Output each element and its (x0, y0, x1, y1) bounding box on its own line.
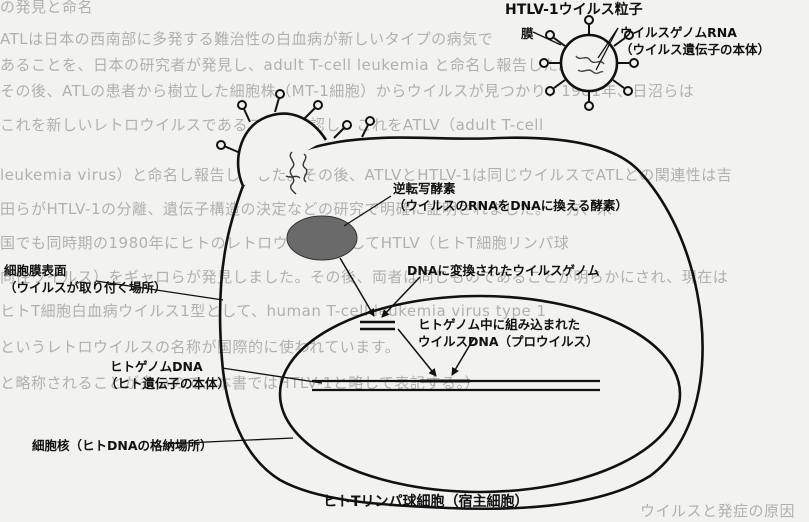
process-arrows (339, 257, 475, 377)
background-line: 国でも同時期の1980年にヒトのレトロウイルスとしてHTLV（ヒトT細胞リンパ球 (0, 234, 570, 252)
reverse-transcriptase-sublabel: （ウイルスのRNAをDNAに換える酵素） (393, 198, 628, 213)
leader-lines (95, 27, 619, 445)
virus-particle (559, 33, 619, 93)
human-dna-sublabel: （ヒト遺伝子の本体） (105, 376, 231, 391)
background-line: 向性ウイルス）をギャロらが発見しました。その後、両者は同じものであることが明らか… (0, 268, 729, 286)
viral-rna-sublabel: （ウイルス遺伝子の本体） (620, 42, 771, 57)
cell-title: ヒトTリンパ球細胞（宿主細胞） (323, 494, 529, 510)
nucleus-label: 細胞核（ヒトDNAの格納場所） (32, 438, 213, 453)
reverse-transcriptase-label: 逆転写酵素 (393, 181, 456, 196)
integrated-provirus-sublabel: ウイルスDNA（プロウイルス） (418, 334, 599, 349)
envelope-label: 膜 (521, 26, 534, 41)
viral-rna-label: ウイルスゲノムRNA (620, 25, 737, 40)
background-line: の発見と命名 (0, 0, 94, 16)
integrated-provirus-label: ヒトゲノム中に組み込まれた (418, 317, 581, 332)
reverse-transcriptase-blob (286, 215, 358, 261)
cell-nucleus (278, 294, 682, 494)
cell-surface-label: 細胞膜表面 (4, 263, 67, 278)
converted-genome-label: DNAに変換されたウイルスゲノム (407, 263, 600, 278)
cell-membrane (218, 136, 704, 511)
background-line: 田らがHTLV-1の分離、遺伝子構造の決定などの研究で明確に証明されました。一方… (0, 200, 613, 218)
background-line: ウイルスと発症の原因 (640, 502, 796, 520)
background-line: ヒトT細胞白血病ウイルス1型として、human T-cell leukemia … (0, 302, 547, 320)
background-line: ATLは日本の西南部に多発する難治性の白血病が新しいタイプの病気で (0, 30, 494, 48)
cell-surface-sublabel: （ウイルスが取り付く場所） (4, 280, 167, 295)
background-line: あることを、日本の研究者が発見し、adult T-cell leukemia と… (0, 56, 574, 74)
budding-virus-spikes (216, 89, 375, 153)
human-dna-label: ヒトゲノムDNA (110, 359, 203, 374)
converted-viral-dna (360, 320, 395, 331)
virus-particle-spikes (539, 15, 639, 111)
background-line: と略称されることが多いので、本書ではHTLV-1と略して表記する。） (0, 374, 480, 392)
viral-rna-strands (285, 151, 308, 195)
background-line: その後、ATLの患者から樹立した細胞株（MT-1細胞）からウイルスが見つかり、1… (0, 82, 695, 100)
virus-particle-title: HTLV-1ウイルス粒子 (505, 2, 643, 18)
budding-virus-bulge (236, 112, 328, 187)
background-line: leukemia virus）と命名し報告しました。その後、ATLVとHTLV-… (0, 166, 733, 184)
